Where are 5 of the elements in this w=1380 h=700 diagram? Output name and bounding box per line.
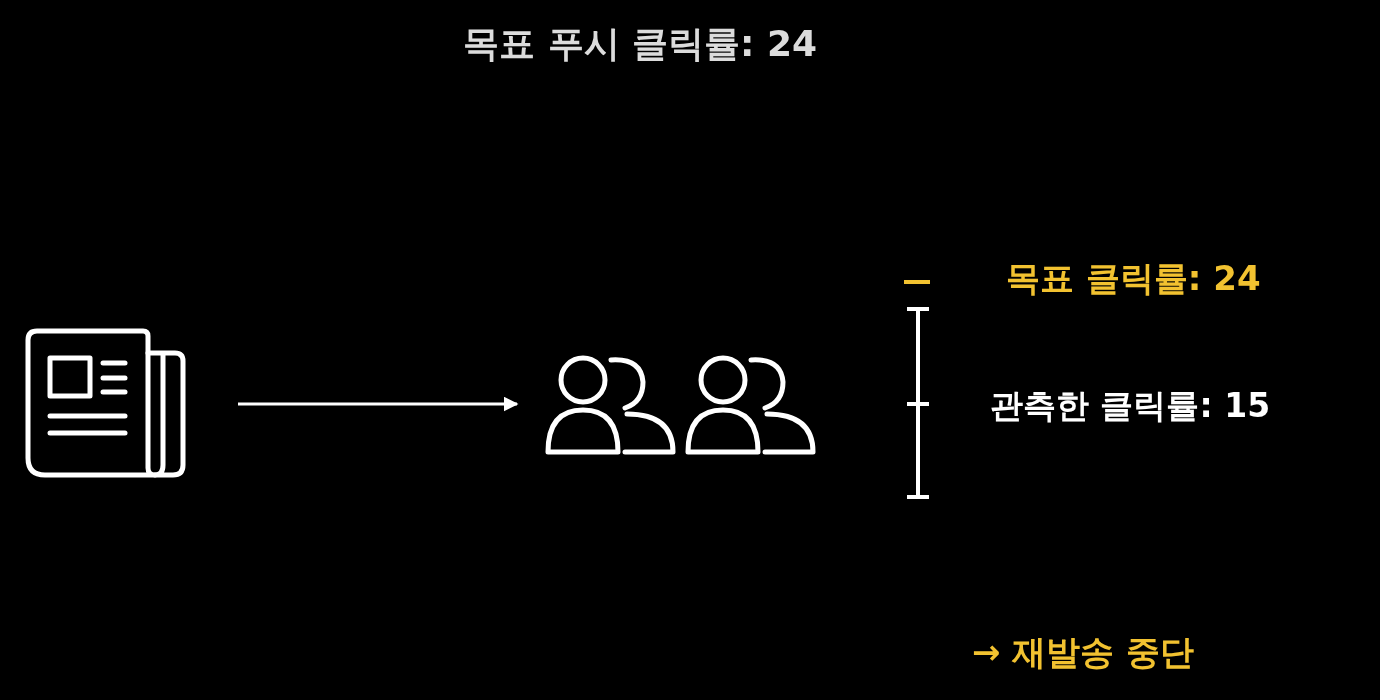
observed-label: 관측한 클릭률: 15 (990, 386, 1271, 426)
arrow (238, 396, 519, 412)
target-label: 목표 클릭률: 24 (1006, 258, 1261, 299)
heading: 목표 푸시 클릭률: 24 (463, 22, 818, 66)
result-label: → 재발송 중단 (972, 632, 1195, 673)
